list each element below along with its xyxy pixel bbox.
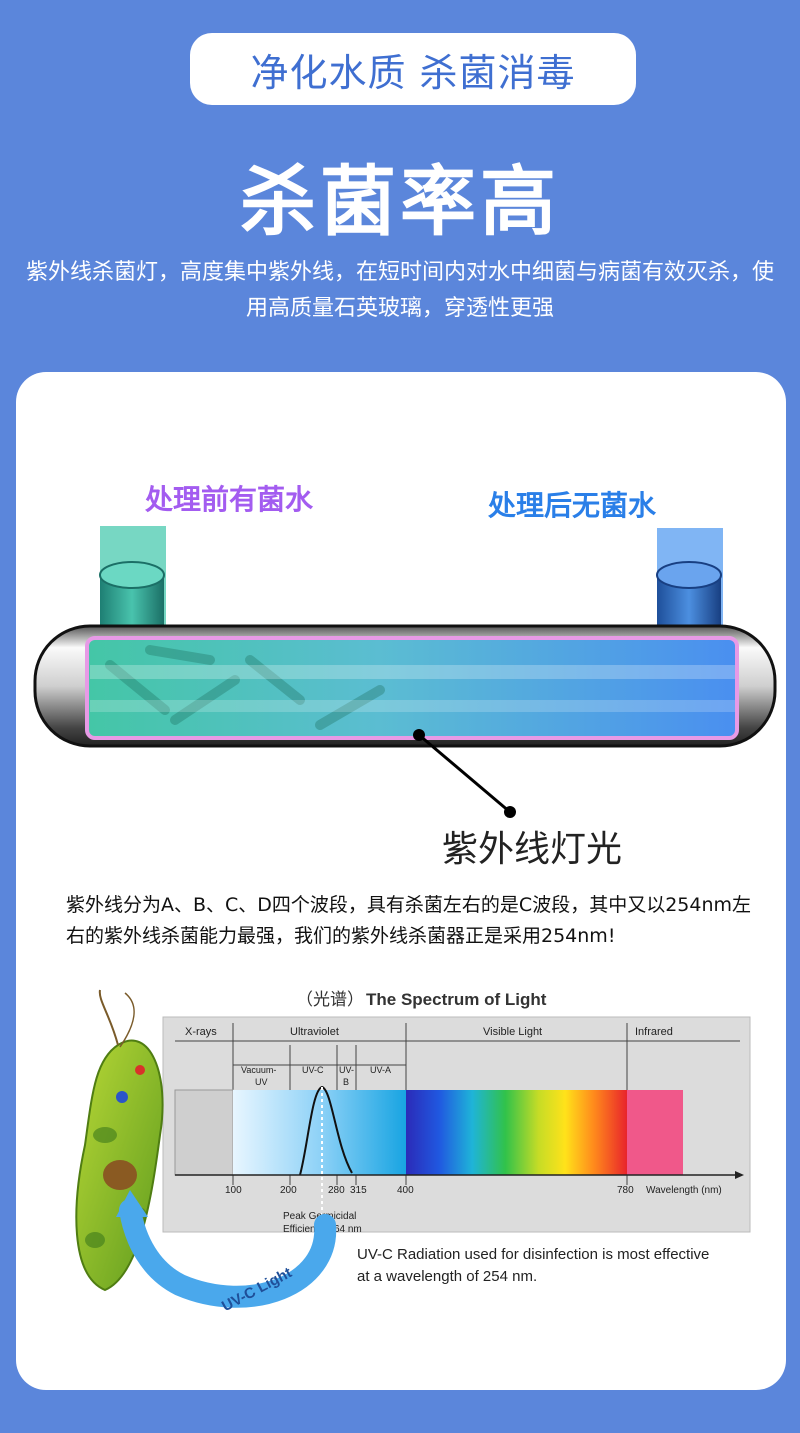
band-vacuum-uv-1: Vacuum- [241,1065,276,1075]
label-before-treatment: 处理前有菌水 [145,483,314,516]
infrared-strip [627,1090,683,1175]
uv-pointer-dot-top [413,729,425,741]
uv-pointer-line [418,733,511,814]
band-uvb-2: B [343,1077,349,1087]
spectrum-figure: （光谱） The Spectrum of Light X-rays Ultrav… [75,989,751,1315]
spectrum-title-en: The Spectrum of Light [366,990,547,1009]
tick-315: 315 [350,1185,367,1196]
tick-280: 280 [328,1185,345,1196]
band-uvc: UV-C [302,1065,324,1075]
band-visible: Visible Light [483,1026,542,1038]
band-ultraviolet: Ultraviolet [290,1026,339,1038]
band-uva: UV-A [370,1065,391,1075]
explanation-paragraph: 紫外线分为A、B、C、D四个波段，具有杀菌左右的是C波段，其中又以254nm左右… [66,894,752,947]
band-xrays: X-rays [185,1026,217,1038]
caption-line-1: UV-C Radiation used for disinfection is … [357,1246,709,1263]
uv-strip [233,1090,406,1175]
page-title: 杀菌率高 [240,157,560,246]
band-infrared: Infrared [635,1026,673,1038]
bacteria-pattern [105,645,385,730]
axis-label: Wavelength (nm) [646,1185,722,1196]
tick-100: 100 [225,1185,242,1196]
uv-tube-diagram [33,526,777,818]
xray-strip [174,1089,234,1176]
uv-light-arrow [119,1199,337,1308]
caption-line-2: at a wavelength of 254 nm. [357,1268,537,1285]
top-badge: 净化水质 杀菌消毒 [190,33,636,105]
description-text: 紫外线杀菌灯，高度集中紫外线，在短时间内对水中细菌与病菌有效灭杀，使用高质量石英… [25,260,774,321]
visible-strip [406,1090,627,1175]
label-uv-light: 紫外线灯光 [442,829,623,870]
band-uvb-1: UV- [339,1065,354,1075]
tick-780: 780 [617,1185,634,1196]
band-vacuum-uv-2: UV [255,1077,268,1087]
spectrum-title-cn: （光谱） [296,990,364,1009]
tick-400: 400 [397,1185,414,1196]
water-chamber [85,636,739,740]
light-band [90,665,735,679]
tick-200: 200 [280,1185,297,1196]
uv-pointer-dot-bottom [504,806,516,818]
label-after-treatment: 处理后无菌水 [488,489,657,522]
